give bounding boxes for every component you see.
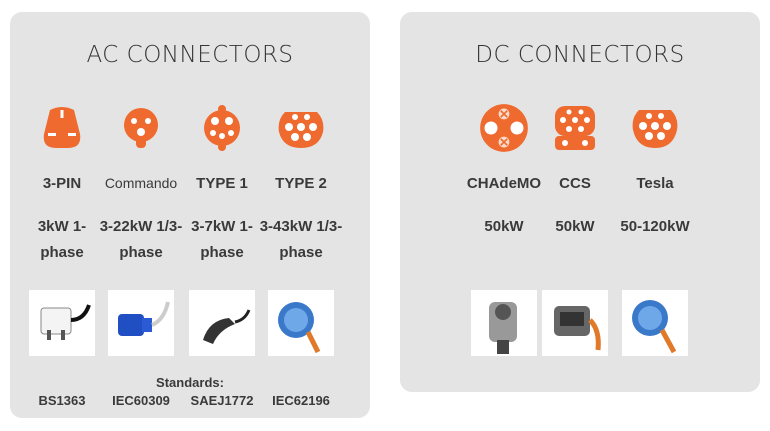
connector-name: TYPE 2 bbox=[275, 175, 327, 192]
commando-plug-photo bbox=[108, 290, 174, 356]
connector-power: 3-22kW 1/3-phase bbox=[99, 218, 183, 261]
connector-power: 50-120kW bbox=[620, 218, 690, 235]
dc-connectors-panel: DC CONNECTORS CHAdeMO 50kW CCS 50kW Tesl… bbox=[400, 12, 760, 392]
connector-standard: BS1363 bbox=[38, 393, 86, 408]
tesla-plug-icon bbox=[632, 110, 678, 148]
ac-title: AC CONNECTORS bbox=[86, 42, 294, 68]
connector-standard: SAEJ1772 bbox=[190, 393, 254, 408]
connector-power: 3-7kW 1-phase bbox=[191, 218, 253, 261]
type1-plug-icon bbox=[204, 105, 240, 151]
ccs-plug-photo bbox=[542, 290, 608, 356]
connector-name: CCS bbox=[559, 175, 591, 192]
connector-power: 3-43kW 1/3-phase bbox=[259, 218, 343, 261]
uk-plug-icon bbox=[43, 107, 81, 148]
connector-standard: IEC60309 bbox=[112, 393, 170, 408]
connector-name: Tesla bbox=[636, 175, 674, 192]
connector-name: TYPE 1 bbox=[196, 175, 248, 192]
type1-plug-photo bbox=[189, 290, 255, 356]
type2-plug-photo bbox=[268, 290, 334, 356]
connector-standard: IEC62196 bbox=[272, 393, 330, 408]
type2-plug-icon bbox=[278, 112, 324, 148]
chademo-plug-photo bbox=[471, 290, 537, 356]
tesla-plug-photo bbox=[622, 290, 688, 356]
connector-power: 3kW 1-phase bbox=[37, 218, 87, 261]
connector-power: 50kW bbox=[555, 218, 595, 235]
dc-title: DC CONNECTORS bbox=[475, 42, 685, 68]
standards-label: Standards: bbox=[156, 375, 224, 390]
chademo-plug-icon bbox=[480, 104, 528, 152]
connector-power: 50kW bbox=[484, 218, 524, 235]
commando-plug-icon bbox=[124, 108, 158, 148]
ac-connectors-panel: AC CONNECTORS 3-PIN 3kW 1-phase BS1363 C… bbox=[10, 12, 370, 418]
ccs-plug-icon bbox=[555, 106, 595, 150]
connector-name: Commando bbox=[104, 175, 178, 191]
connector-name: CHAdeMO bbox=[466, 175, 542, 192]
connector-name: 3-PIN bbox=[42, 175, 82, 192]
uk-plug-photo bbox=[29, 290, 95, 356]
